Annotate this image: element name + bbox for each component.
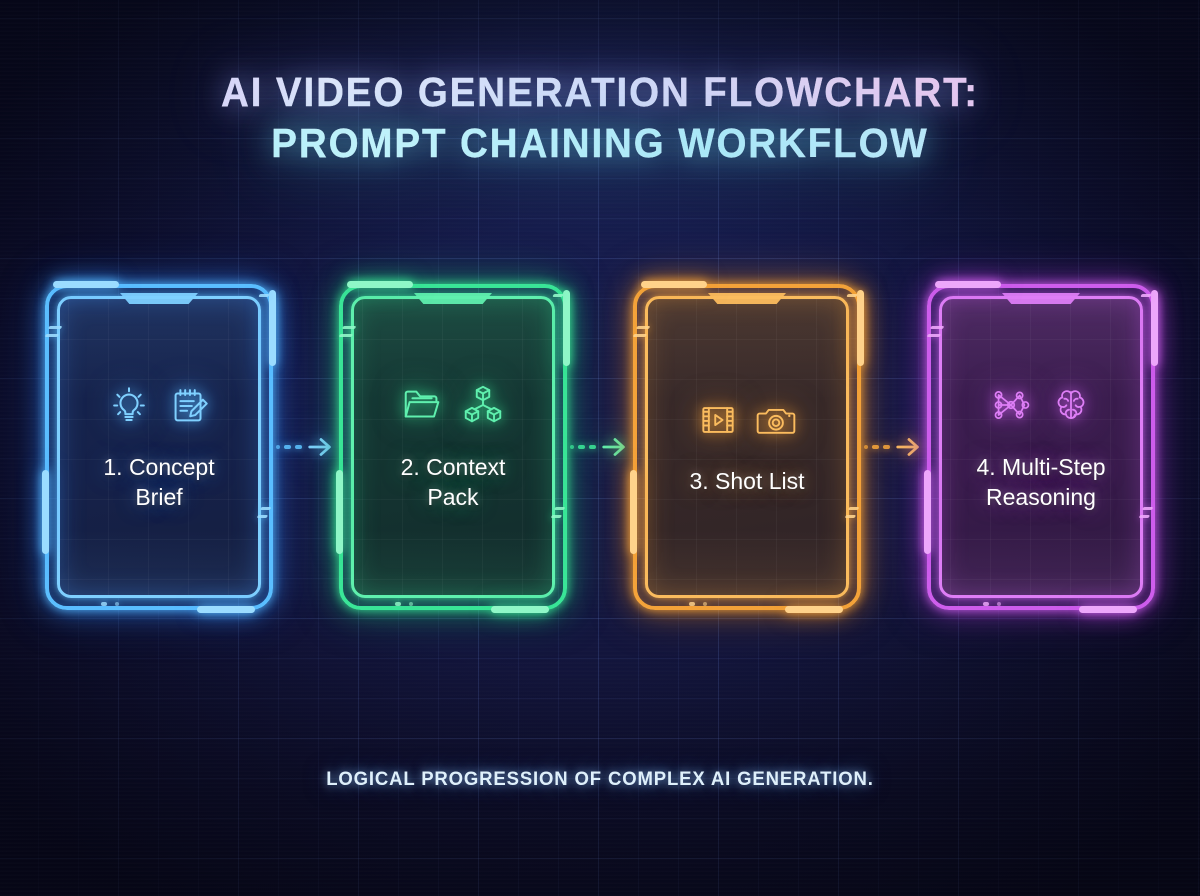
flow-card-shot-list[interactable]: 3. Shot List	[630, 281, 864, 613]
accent-bottom-right	[491, 606, 549, 613]
dot-mark-1	[395, 602, 401, 606]
card-outer-frame	[633, 284, 861, 610]
card-label-line1: 3. Shot List	[689, 467, 805, 494]
page-title: AI VIDEO GENERATION FLOWCHART: PROMPT CH…	[0, 71, 1200, 164]
footer-caption: LOGICAL PROGRESSION OF COMPLEX AI GENERA…	[326, 768, 874, 790]
accent-top-left	[53, 281, 119, 288]
notepad-pencil-icon	[166, 382, 212, 428]
card-top-notch	[1002, 293, 1080, 304]
lightbulb-icon	[106, 382, 152, 428]
arrow-tail-dots	[276, 445, 302, 449]
accent-top-left	[641, 281, 707, 288]
arrow-right-icon	[600, 432, 630, 462]
accent-bottom-left	[630, 470, 637, 554]
flow-row: 1. Concept Brief	[0, 281, 1200, 613]
accent-bottom-right	[197, 606, 255, 613]
card-icon-group	[696, 398, 798, 442]
title-line-2: PROMPT CHAINING WORKFLOW	[36, 122, 1164, 164]
camera-icon	[754, 398, 798, 442]
card-outer-frame	[45, 284, 273, 610]
card-label: 1. Concept Brief	[103, 452, 214, 513]
card-top-notch	[708, 293, 786, 304]
dot-mark-1	[101, 602, 107, 606]
card-inner-frame	[351, 296, 555, 598]
card-content: 4. Multi-Step Reasoning	[939, 296, 1143, 598]
card-icon-group	[400, 382, 506, 428]
title-line-1: AI VIDEO GENERATION FLOWCHART:	[36, 71, 1164, 113]
dot-mark-2	[703, 602, 707, 606]
accent-top-right	[857, 290, 864, 366]
card-sheen	[354, 299, 552, 595]
connector-2-to-3	[567, 284, 633, 610]
connector-1-to-2	[273, 284, 339, 610]
card-icon-group	[988, 382, 1094, 428]
card-top-notch	[120, 293, 198, 304]
card-inner-grid	[648, 299, 846, 595]
card-content: 3. Shot List	[645, 296, 849, 598]
card-top-notch	[414, 293, 492, 304]
card-inner-grid	[942, 299, 1140, 595]
dot-mark-2	[997, 602, 1001, 606]
accent-top-right	[269, 290, 276, 366]
card-inner-grid	[354, 299, 552, 595]
neural-network-icon	[988, 382, 1034, 428]
card-label-line1: 4. Multi-Step	[976, 453, 1106, 480]
card-label: 2. Context Pack	[401, 452, 506, 513]
card-label-line1: 2. Context	[400, 453, 506, 480]
card-outer-frame	[339, 284, 567, 610]
dot-mark-1	[983, 602, 989, 606]
arrow-tail-dots	[570, 445, 596, 449]
accent-bottom-left	[924, 470, 931, 554]
card-label: 4. Multi-Step Reasoning	[976, 452, 1105, 513]
arrow-right-icon	[306, 432, 336, 462]
accent-bottom-right	[785, 606, 843, 613]
card-inner-frame	[939, 296, 1143, 598]
card-icon-group	[106, 382, 212, 428]
flow-card-context-pack[interactable]: 2. Context Pack	[336, 281, 570, 613]
card-label: 3. Shot List	[689, 466, 804, 496]
card-label-line1: 1. Concept	[103, 453, 215, 480]
tick-marks-right-top	[1140, 294, 1152, 297]
tick-marks-right-top	[846, 294, 858, 297]
film-strip-play-icon	[696, 398, 740, 442]
cube-stack-icon	[460, 382, 506, 428]
dot-mark-1	[689, 602, 695, 606]
flow-card-concept-brief[interactable]: 1. Concept Brief	[42, 281, 276, 613]
tick-marks-right-top	[552, 294, 564, 297]
flow-card-multi-step-reasoning[interactable]: 4. Multi-Step Reasoning	[924, 281, 1158, 613]
accent-bottom-left	[42, 470, 49, 554]
accent-top-left	[347, 281, 413, 288]
card-inner-frame	[645, 296, 849, 598]
accent-top-left	[935, 281, 1001, 288]
card-content: 1. Concept Brief	[57, 296, 261, 598]
card-sheen	[648, 299, 846, 595]
arrow-tail-dots	[864, 445, 890, 449]
card-label-line2: Pack	[427, 484, 479, 510]
brain-icon	[1048, 382, 1094, 428]
card-sheen	[60, 299, 258, 595]
card-sheen	[942, 299, 1140, 595]
dot-mark-2	[409, 602, 413, 606]
arrow-right-icon	[894, 432, 924, 462]
card-label-line2: Reasoning	[986, 484, 1096, 510]
card-inner-frame	[57, 296, 261, 598]
dot-mark-2	[115, 602, 119, 606]
card-outer-frame	[927, 284, 1155, 610]
accent-top-right	[1151, 290, 1158, 366]
accent-bottom-left	[336, 470, 343, 554]
connector-3-to-4	[861, 284, 927, 610]
accent-bottom-right	[1079, 606, 1137, 613]
accent-top-right	[563, 290, 570, 366]
card-content: 2. Context Pack	[351, 296, 555, 598]
folder-icon	[400, 382, 446, 428]
card-inner-grid	[60, 299, 258, 595]
card-label-line2: Brief	[135, 484, 183, 510]
tick-marks-right-top	[258, 294, 270, 297]
